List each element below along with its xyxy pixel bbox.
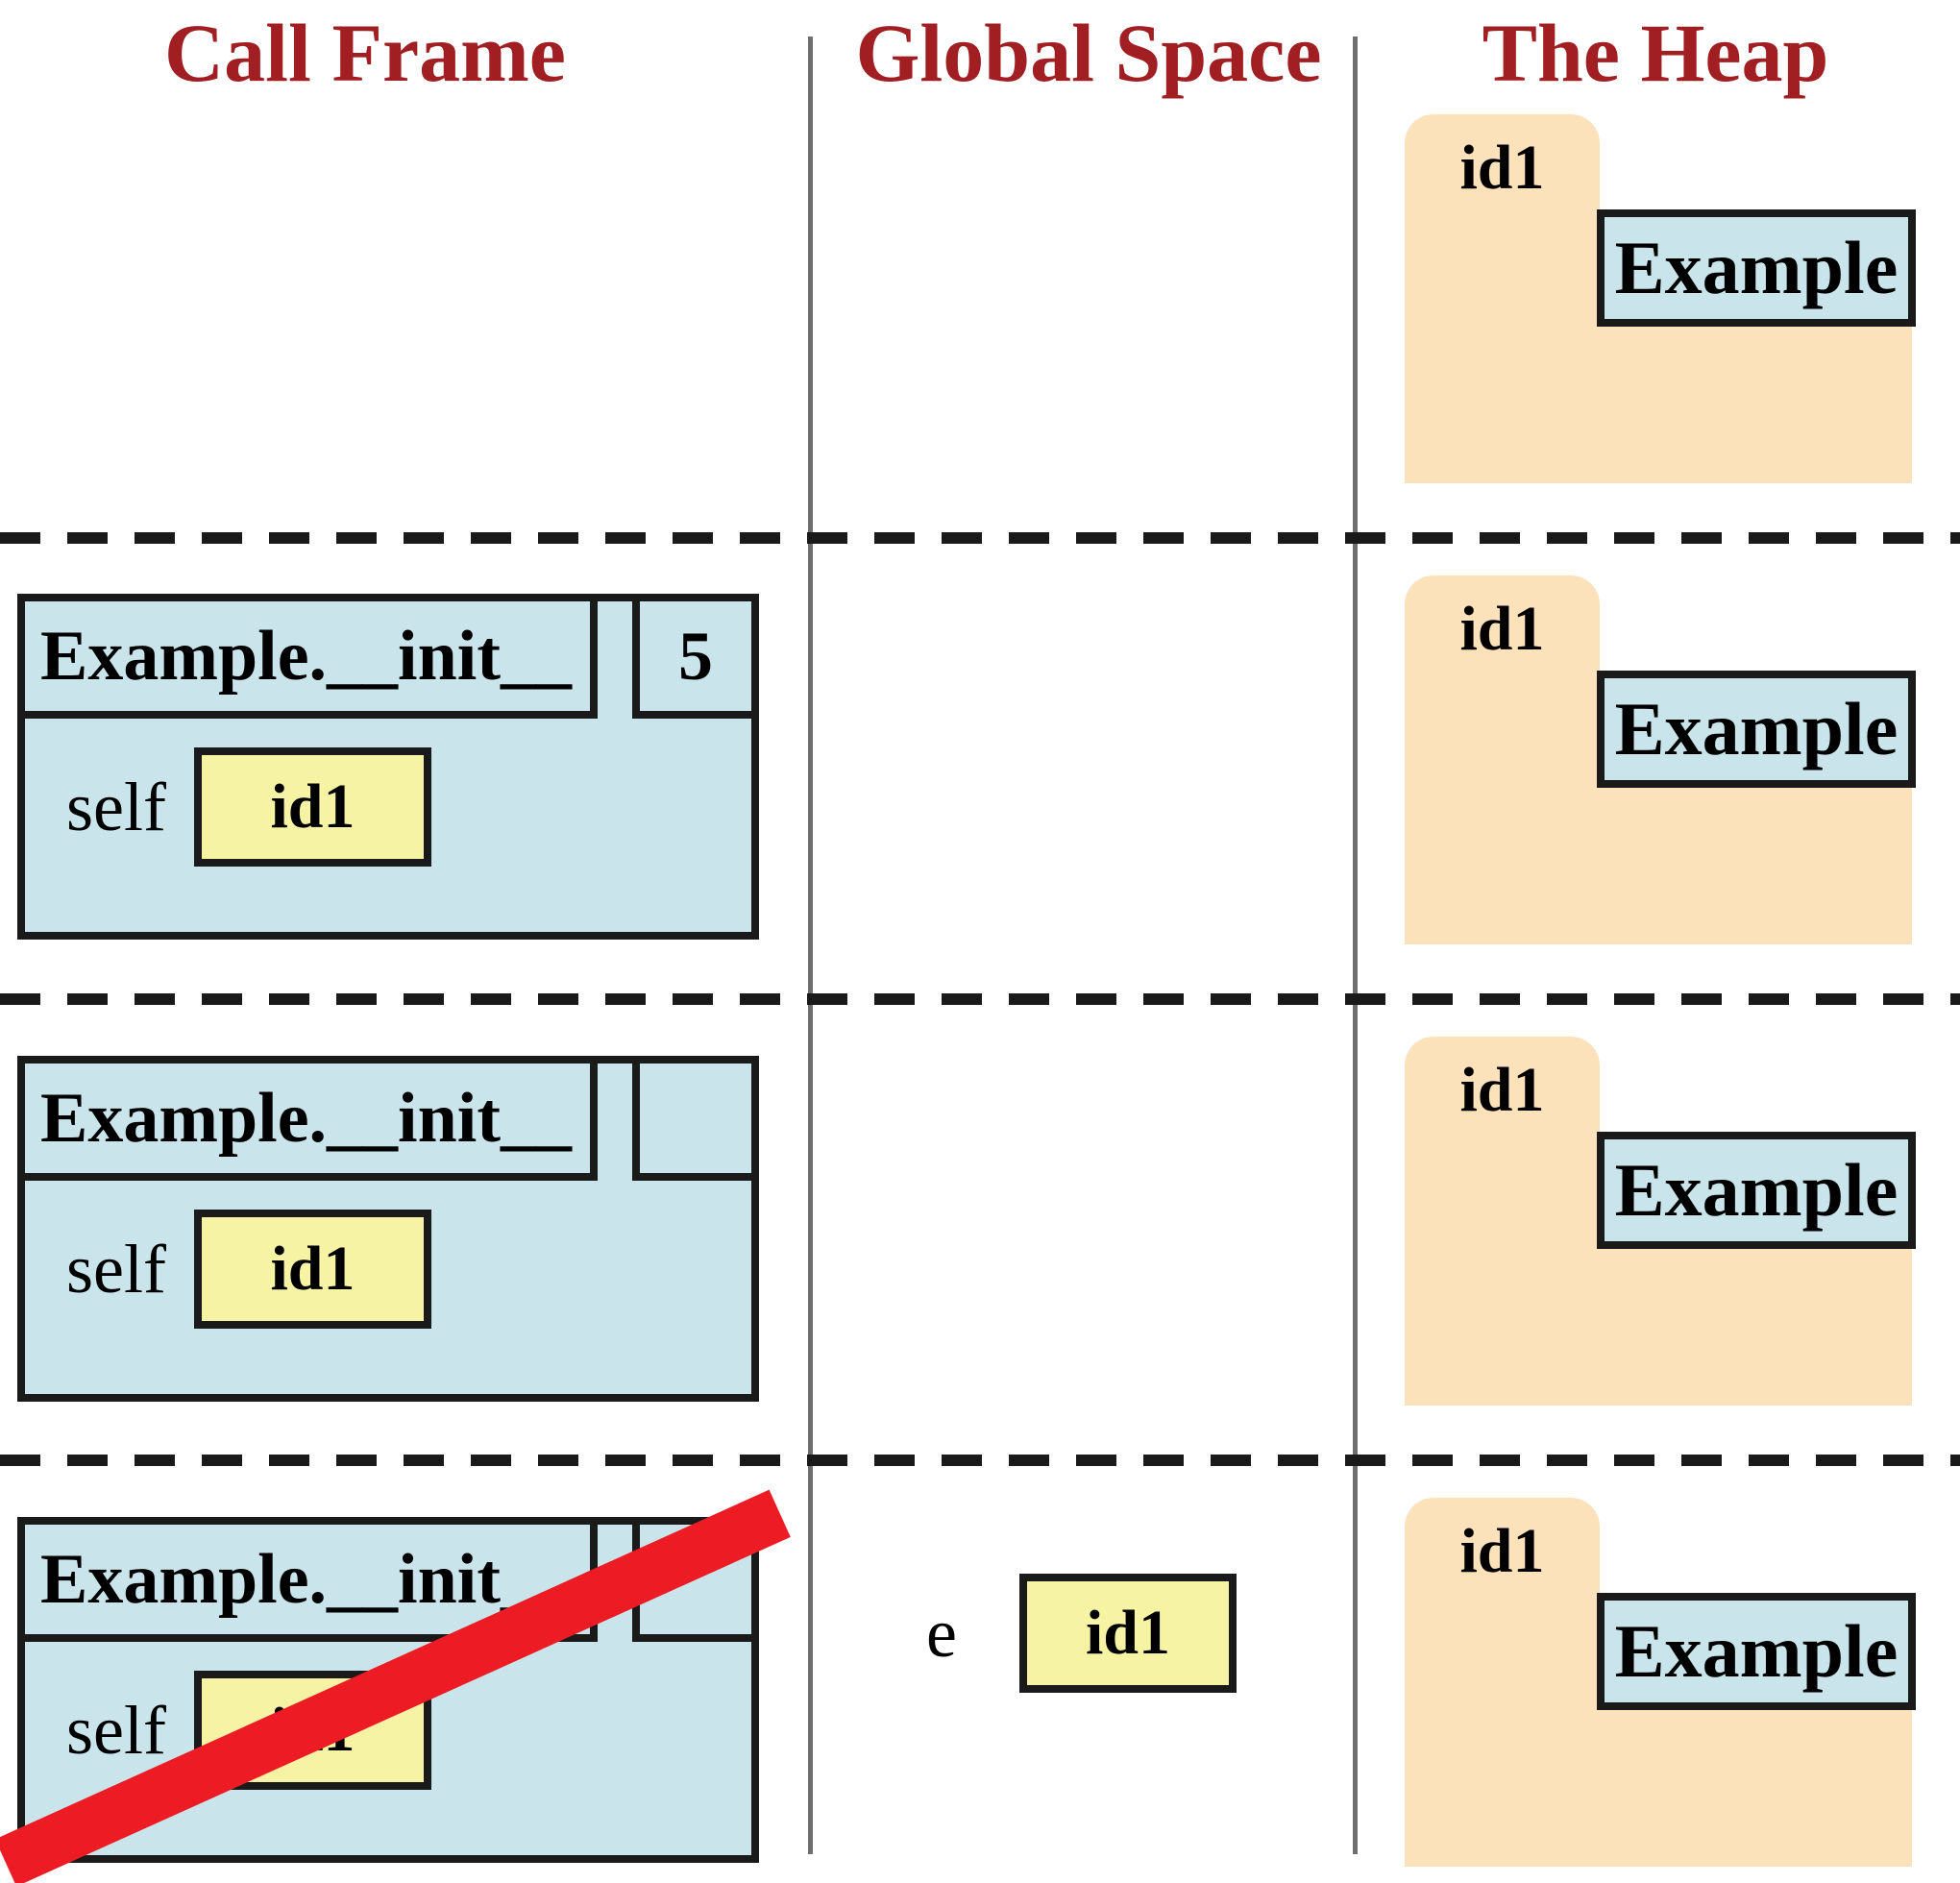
column-divider-left <box>808 37 813 1854</box>
variable-name: self <box>66 1692 166 1769</box>
variable-name: self <box>66 769 166 845</box>
object-id-label: id1 <box>1459 1516 1545 1586</box>
call-frame-header: Call Frame <box>164 7 566 99</box>
heap-folder: id1 Example <box>1405 575 1916 944</box>
call-frame: Example.__init__ 5 self id1 <box>17 594 759 940</box>
instruction-counter: 5 <box>632 601 751 719</box>
column-divider-right <box>1353 37 1358 1854</box>
heap-folder: id1 Example <box>1405 1498 1916 1867</box>
global-space-header: Global Space <box>855 7 1322 99</box>
object-id-label: id1 <box>1459 594 1545 664</box>
variable-value-box: id1 <box>194 747 431 867</box>
heap-header: The Heap <box>1482 7 1829 99</box>
object-id-label: id1 <box>1459 133 1545 203</box>
row-separator-3 <box>0 1455 1960 1466</box>
instruction-counter <box>632 1064 751 1181</box>
class-name-box: Example <box>1597 671 1916 788</box>
variable-value-box: id1 <box>194 1210 431 1329</box>
class-name-box: Example <box>1597 1593 1916 1710</box>
heap-folder: id1 Example <box>1405 1037 1916 1406</box>
row-separator-1 <box>0 532 1960 544</box>
variable-name: self <box>66 1231 166 1308</box>
class-name-box: Example <box>1597 1132 1916 1249</box>
frame-title: Example.__init__ <box>25 601 598 719</box>
call-frame: Example.__init__ self id1 <box>17 1056 759 1402</box>
heap-folder: id1 Example <box>1405 114 1916 483</box>
row-separator-2 <box>0 993 1960 1005</box>
global-variable-name: e <box>926 1595 957 1672</box>
object-id-label: id1 <box>1459 1055 1545 1125</box>
frame-title: Example.__init__ <box>25 1064 598 1181</box>
frame-title: Example.__init__ <box>25 1525 598 1642</box>
global-variable-value-box: id1 <box>1019 1574 1237 1693</box>
class-name-box: Example <box>1597 209 1916 327</box>
